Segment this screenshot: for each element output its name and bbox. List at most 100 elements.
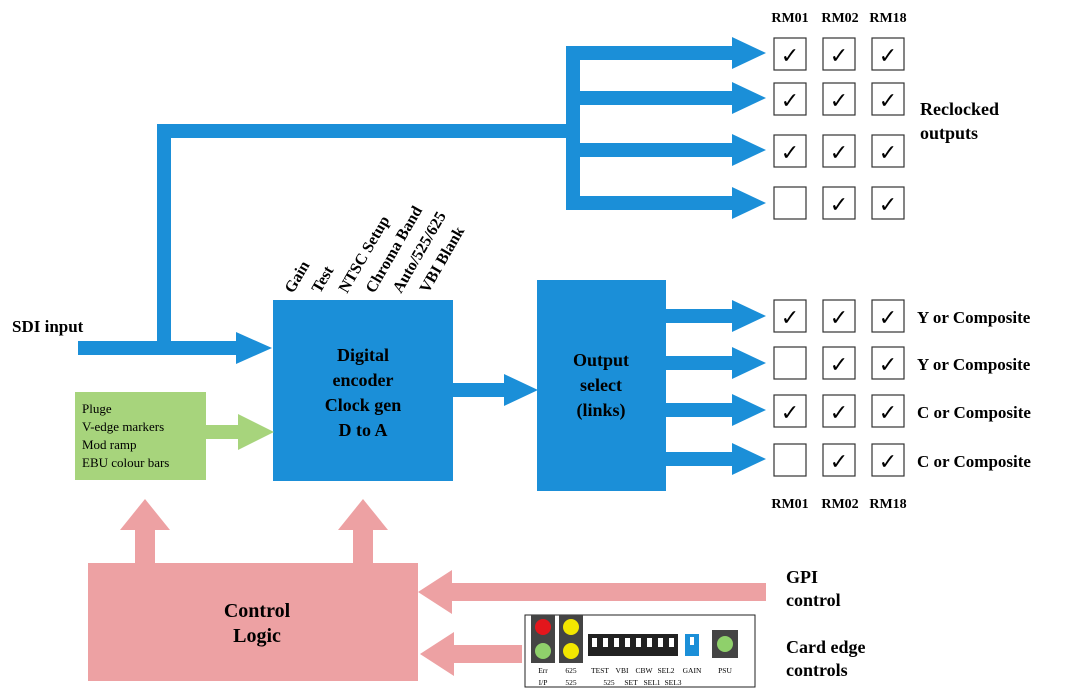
reclocked-link-box (822, 134, 856, 168)
output-select-line: select (580, 375, 622, 395)
analog-output-arrows (666, 300, 766, 475)
card-edge-line: controls (786, 660, 848, 680)
analog-link-box (773, 443, 807, 477)
ip-led (535, 643, 551, 659)
encoder-label-line: Digital (337, 345, 389, 365)
panel-label-err: Err (538, 666, 548, 675)
gpi-label: GPI control (786, 567, 841, 610)
panel-label-set: SET (624, 678, 638, 687)
reclocked-link-box (871, 186, 905, 220)
control-arrows (120, 499, 766, 676)
analog-link-box (871, 443, 905, 477)
control-logic-block (88, 563, 418, 681)
control-logic-line: Control (224, 600, 291, 622)
panel-label-test: TEST (591, 666, 609, 675)
output-select-line: (links) (576, 400, 625, 421)
column-footer-rm01: RM01 (771, 497, 808, 512)
analog-output-label: Y or Composite (917, 355, 1031, 374)
check-mark: ✓ (781, 89, 799, 114)
check-mark: ✓ (879, 353, 897, 378)
control-logic-label: Control Logic (224, 600, 291, 647)
analog-output-label: Y or Composite (917, 308, 1031, 327)
reclocked-link-box (822, 37, 856, 71)
check-mark: ✓ (781, 44, 799, 69)
dip-switch (669, 638, 674, 647)
check-mark: ✓ (879, 306, 897, 331)
check-mark: ✓ (879, 401, 897, 426)
column-header-rm18: RM18 (869, 11, 906, 26)
reclocked-link-box (871, 134, 905, 168)
err-led (535, 619, 551, 635)
test-signal-item: Mod ramp (82, 437, 137, 452)
analog-link-box (822, 299, 856, 333)
check-mark: ✓ (879, 450, 897, 475)
panel-label-625: 625 (565, 666, 577, 675)
control-logic-line: Logic (233, 625, 281, 647)
reclocked-link-box (773, 186, 807, 220)
encoder-to-select-arrow (453, 374, 538, 406)
dip-switches (592, 638, 674, 647)
reclocked-line: outputs (920, 123, 978, 143)
check-mark: ✓ (830, 306, 848, 331)
dip-switch (647, 638, 652, 647)
reclocked-link-box (773, 82, 807, 116)
encoder-label-line: Clock gen (325, 395, 402, 415)
analog-output-labels: Y or Composite Y or Composite C or Compo… (917, 308, 1031, 471)
reclocked-link-box (871, 37, 905, 71)
reclocked-link-box (773, 134, 807, 168)
sdi-input-path (78, 124, 577, 364)
encoder-label-line: D to A (339, 420, 388, 440)
card-edge-label: Card edge controls (786, 637, 866, 680)
panel-label-gain: GAIN (683, 666, 702, 675)
dip-switch (614, 638, 619, 647)
psu-led (717, 636, 733, 652)
analog-link-box (871, 346, 905, 380)
check-mark: ✓ (830, 89, 848, 114)
panel-label-sel1: SEL1 (643, 678, 660, 687)
dip-switch (625, 638, 630, 647)
column-footer-rm18: RM18 (869, 497, 906, 512)
check-mark: ✓ (781, 306, 799, 331)
panel-label-sel2: SEL2 (657, 666, 674, 675)
analog-link-box (773, 346, 807, 380)
control-test: Test (309, 263, 338, 296)
sdi-input-label: SDI input (12, 317, 84, 336)
check-mark: ✓ (830, 44, 848, 69)
panel-label-ip: I/P (539, 678, 548, 687)
check-mark: ✓ (781, 141, 799, 166)
panel-label-sel3: SEL3 (664, 678, 681, 687)
reclocked-distribution (566, 37, 766, 219)
analog-link-grid: ✓✓✓✓✓✓✓✓✓✓ (773, 299, 905, 477)
analog-link-box (773, 299, 807, 333)
panel-label-cbw: CBW (635, 666, 653, 675)
output-select-label: Output select (links) (573, 350, 629, 421)
dip-switch (658, 638, 663, 647)
dip-switch (636, 638, 641, 647)
panel-label-vbi: VBI (616, 666, 629, 675)
check-mark: ✓ (830, 450, 848, 475)
card-edge-line: Card edge (786, 637, 866, 657)
test-signal-item: Pluge (82, 401, 112, 416)
gain-pot-wiper (690, 637, 694, 645)
test-signal-item: V-edge markers (82, 419, 164, 434)
reclocked-link-box (871, 82, 905, 116)
reclocked-link-box (822, 186, 856, 220)
reclocked-line: Reclocked (920, 99, 999, 119)
check-mark: ✓ (879, 193, 897, 218)
panel-label-525b: 525 (603, 678, 615, 687)
column-footer-rm02: RM02 (821, 497, 858, 512)
check-mark: ✓ (830, 193, 848, 218)
625-led (563, 619, 579, 635)
test-signal-arrow (206, 414, 274, 450)
test-signal-item: EBU colour bars (82, 455, 169, 470)
output-select-block (537, 280, 666, 491)
reclocked-link-box (822, 82, 856, 116)
check-mark: ✓ (879, 44, 897, 69)
gpi-line: GPI (786, 567, 818, 587)
reclocked-link-grid: ✓✓✓✓✓✓✓✓✓✓✓ (773, 37, 905, 220)
panel-label-psu: PSU (718, 666, 732, 675)
dip-switch (592, 638, 597, 647)
analog-link-box (822, 443, 856, 477)
encoder-controls: Gain Test NTSC Setup Chroma Band Auto/52… (282, 203, 468, 296)
